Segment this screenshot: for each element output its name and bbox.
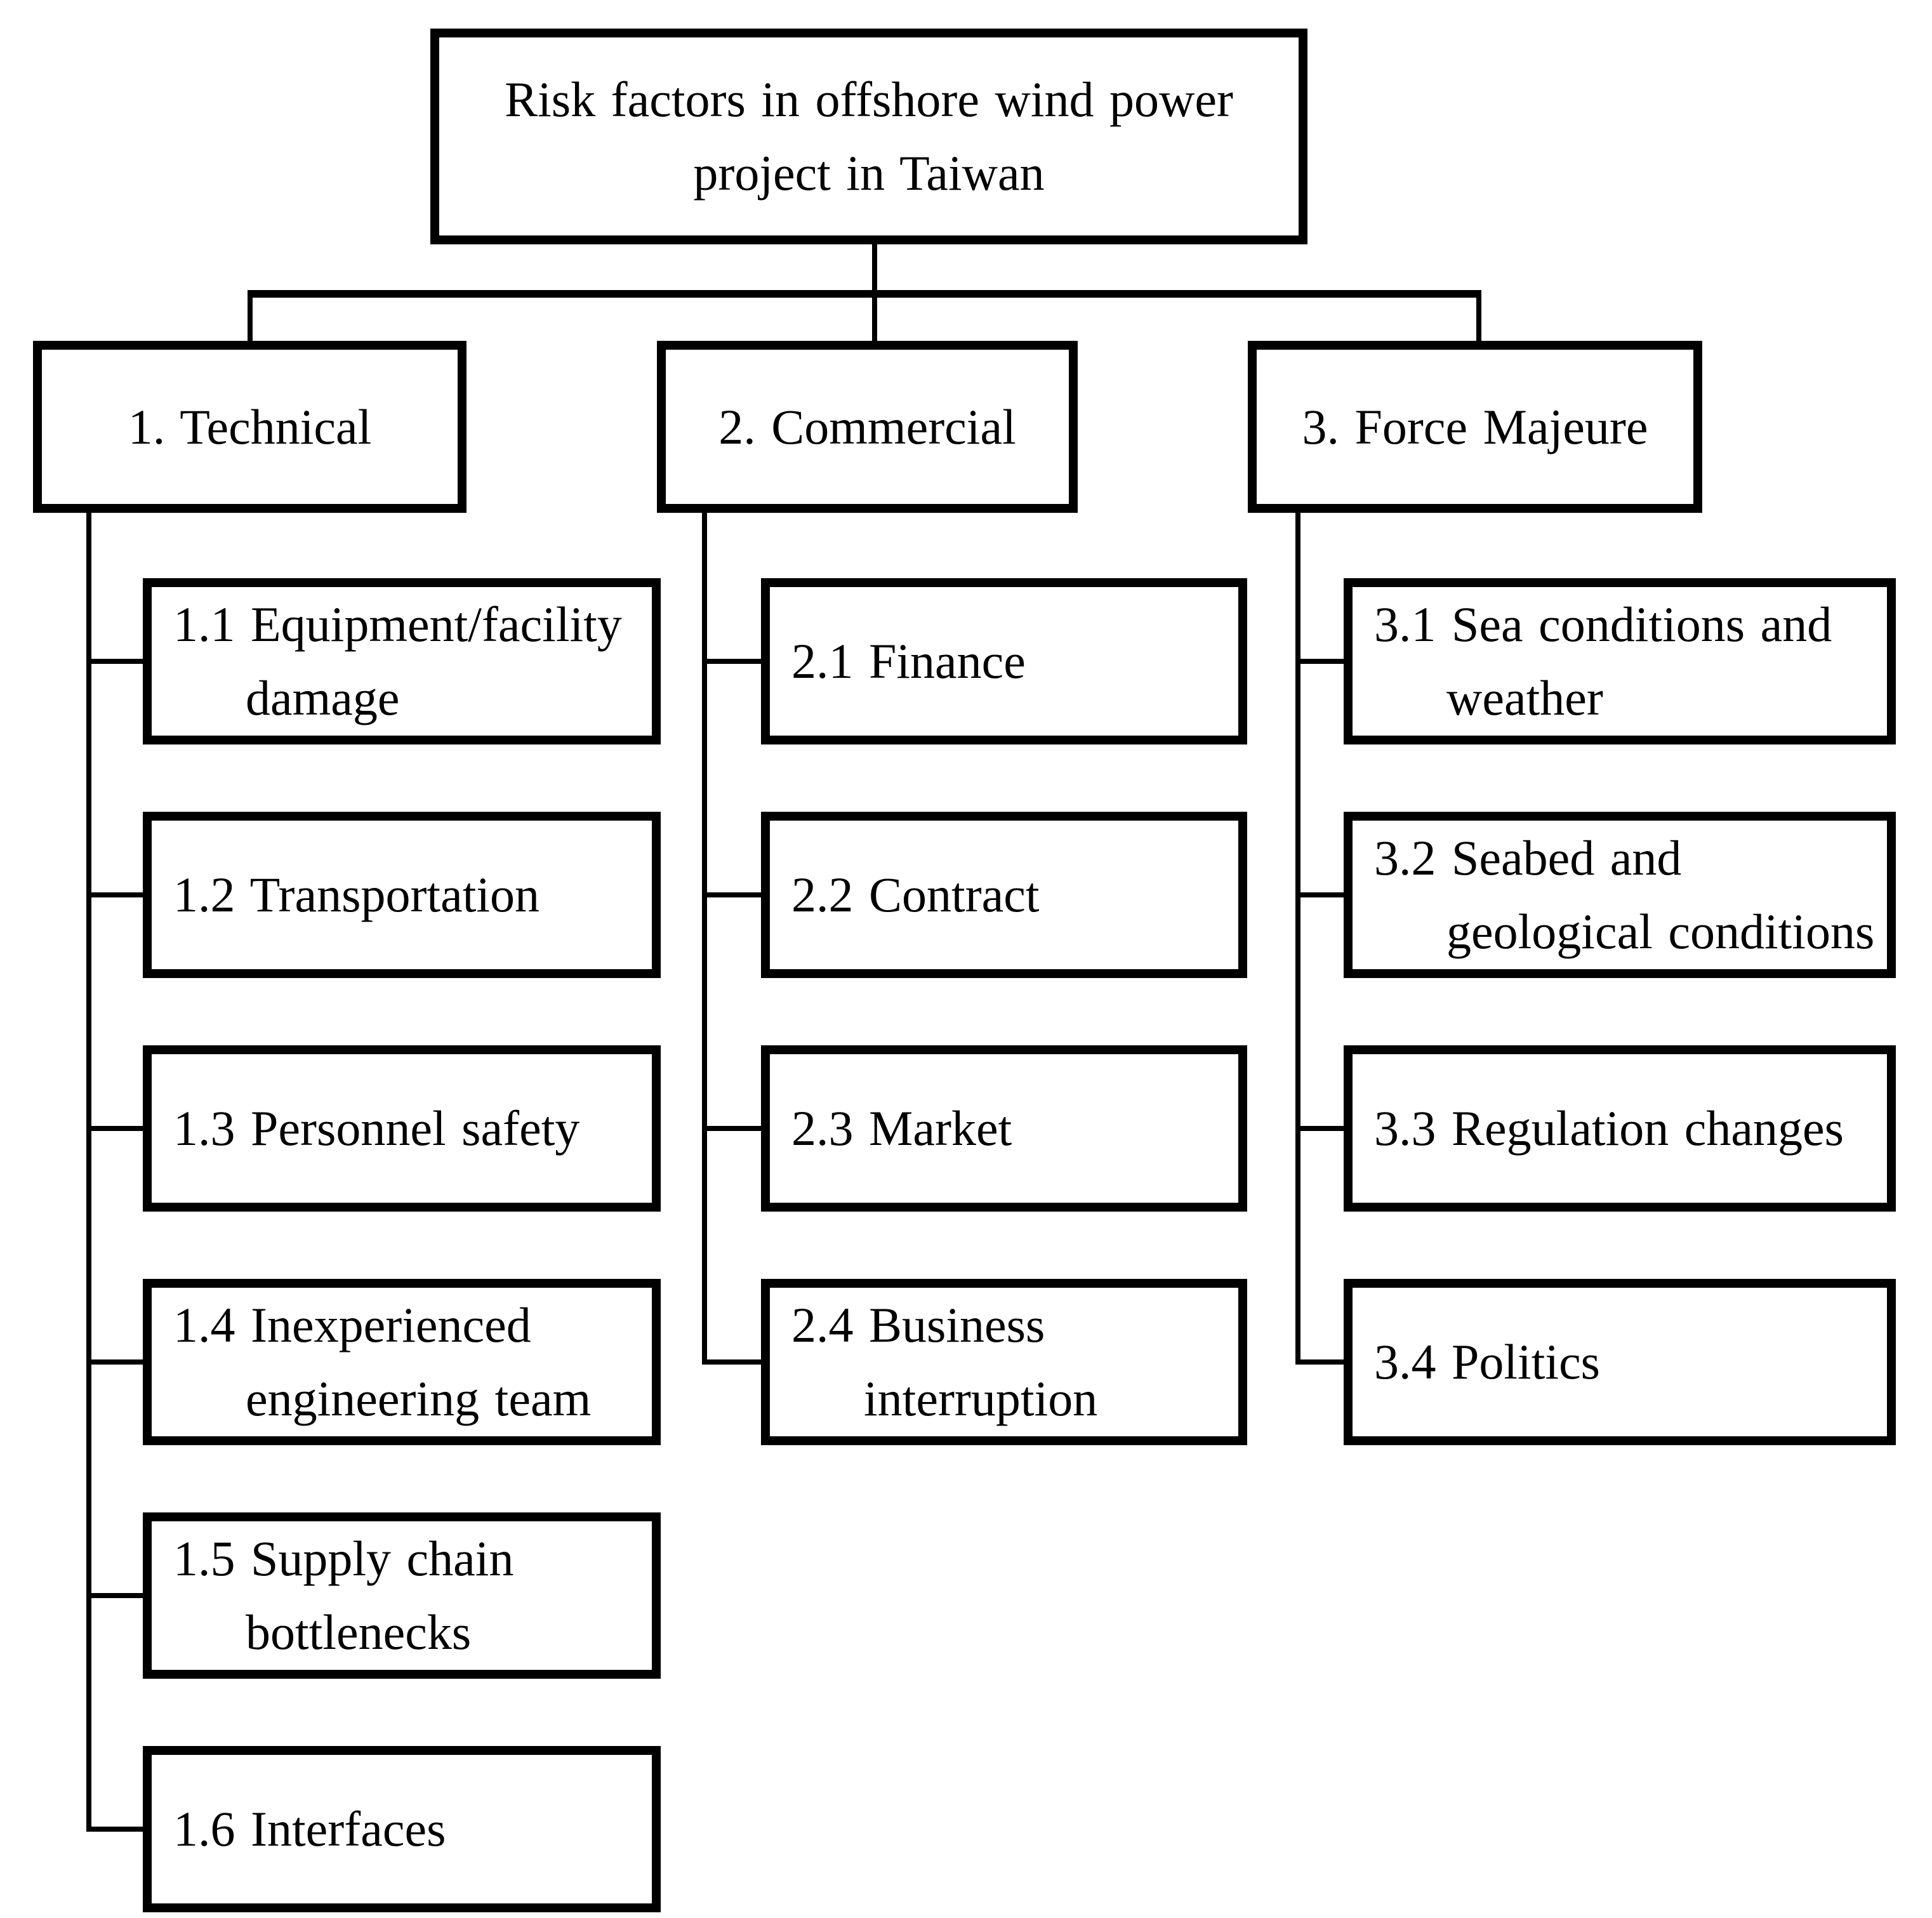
- node-label: 3.1 Sea conditions and: [1374, 597, 1832, 652]
- stub-3-2: [1295, 892, 1344, 897]
- node-3-3-regulation-changes: 3.3 Regulation changes: [1344, 1045, 1896, 1212]
- node-label-cont: weather: [1446, 670, 1603, 725]
- node-label: 1.1 Equipment/facility: [173, 597, 622, 652]
- stub-1-1: [86, 659, 143, 664]
- node-label-cont: geological conditions: [1446, 904, 1875, 959]
- stub-3-1: [1295, 659, 1344, 664]
- node-3-4-politics: 3.4 Politics: [1344, 1279, 1896, 1445]
- node-2-4-business-interruption: 2.4 Business interruption: [761, 1279, 1247, 1445]
- node-label-cont: engineering team: [246, 1371, 592, 1426]
- stub-2-2: [702, 892, 761, 897]
- node-label-cont: damage: [246, 670, 400, 725]
- stub-2-1: [702, 659, 761, 664]
- node-1-6-interfaces: 1.6 Interfaces: [143, 1746, 661, 1912]
- node-3-1-sea-conditions-and-weather: 3.1 Sea conditions and weather: [1344, 578, 1896, 744]
- node-label-cont: bottlenecks: [246, 1604, 472, 1660]
- stub-1-4: [86, 1359, 143, 1365]
- root-node: Risk factors in offshore wind power proj…: [430, 29, 1307, 244]
- node-label: 1.5 Supply chain: [173, 1531, 514, 1586]
- root-title-line: Risk factors in offshore wind power: [505, 72, 1233, 127]
- node-label: 1.3 Personnel safety: [173, 1101, 580, 1156]
- stub-1-2: [86, 892, 143, 897]
- node-label: 2.1 Finance: [791, 633, 1026, 689]
- category-node-force-majeure: 3. Force Majeure: [1248, 341, 1702, 513]
- node-label: 2.2 Contract: [791, 867, 1040, 922]
- node-label: 3.4 Politics: [1374, 1334, 1601, 1389]
- node-label: 1.4 Inexperienced: [173, 1297, 531, 1353]
- category-label: 1. Technical: [128, 399, 372, 454]
- connector-top-bar: [248, 290, 1481, 298]
- node-3-2-seabed-and-geological-conditions: 3.2 Seabed and geological conditions: [1344, 812, 1896, 978]
- stub-2-4: [702, 1359, 761, 1365]
- stub-1-6: [86, 1827, 143, 1832]
- node-1-4-inexperienced-engineering-team: 1.4 Inexperienced engineering team: [143, 1279, 661, 1445]
- trunk-force-majeure: [1295, 513, 1300, 1365]
- trunk-technical: [86, 513, 91, 1832]
- category-node-technical: 1. Technical: [33, 341, 466, 513]
- node-2-3-market: 2.3 Market: [761, 1045, 1247, 1212]
- node-1-3-personnel-safety: 1.3 Personnel safety: [143, 1045, 661, 1212]
- stub-2-3: [702, 1126, 761, 1131]
- category-label: 3. Force Majeure: [1302, 399, 1648, 454]
- node-1-5-supply-chain-bottlenecks: 1.5 Supply chain bottlenecks: [143, 1512, 661, 1679]
- node-1-2-transportation: 1.2 Transportation: [143, 812, 661, 978]
- trunk-commercial: [702, 513, 707, 1365]
- node-label-cont: interruption: [864, 1371, 1098, 1426]
- node-1-1-equipment-facility-damage: 1.1 Equipment/facility damage: [143, 578, 661, 744]
- node-label: 3.2 Seabed and: [1374, 830, 1682, 885]
- root-title-line: project in Taiwan: [693, 145, 1045, 201]
- node-label: 2.4 Business: [791, 1297, 1045, 1353]
- node-2-2-contract: 2.2 Contract: [761, 812, 1247, 978]
- connector-drop-force-majeure: [1476, 290, 1481, 341]
- node-label: 3.3 Regulation changes: [1374, 1101, 1844, 1156]
- stub-1-5: [86, 1593, 143, 1598]
- category-node-commercial: 2. Commercial: [657, 341, 1078, 513]
- connector-drop-technical: [248, 290, 253, 341]
- category-label: 2. Commercial: [718, 399, 1016, 454]
- stub-3-4: [1295, 1359, 1344, 1365]
- node-2-1-finance: 2.1 Finance: [761, 578, 1247, 744]
- node-label: 2.3 Market: [791, 1101, 1012, 1156]
- node-label: 1.2 Transportation: [173, 867, 540, 922]
- node-label: 1.6 Interfaces: [173, 1801, 446, 1856]
- stub-3-3: [1295, 1126, 1344, 1131]
- stub-1-3: [86, 1126, 143, 1131]
